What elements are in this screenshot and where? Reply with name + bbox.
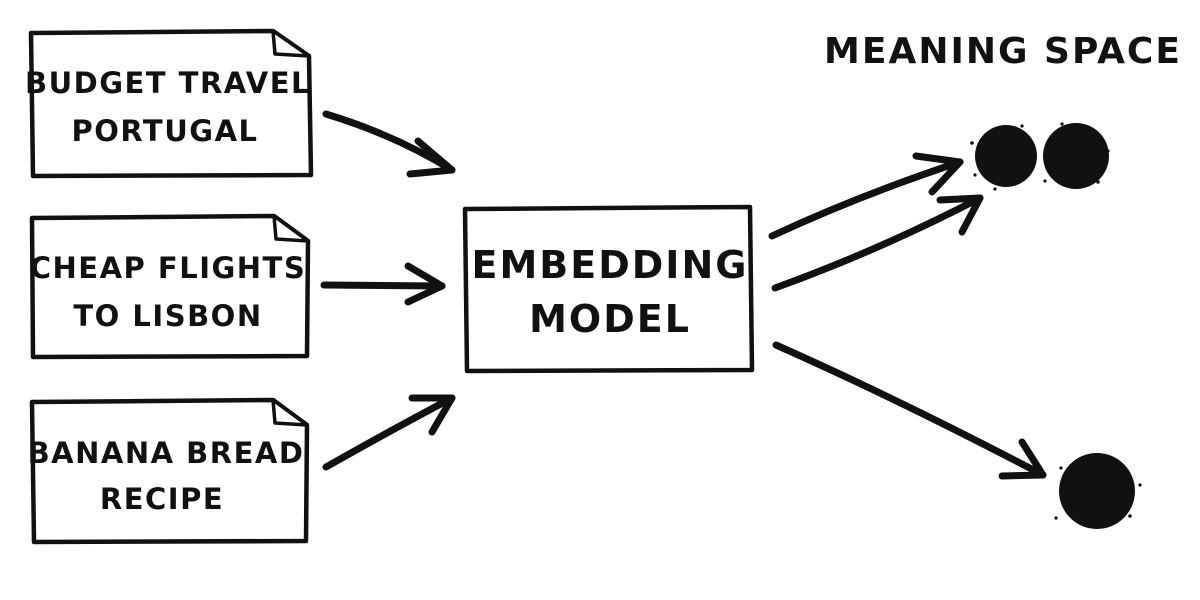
document-text-line1: CHEAP FLIGHTS [30, 251, 306, 285]
document-fold-corner [271, 29, 311, 58]
embedding-point-banana-bread [1054, 453, 1142, 529]
document-fold-corner [272, 214, 310, 243]
arrow-model-to-point-3 [772, 341, 1047, 480]
document-fold-corner [271, 398, 309, 427]
model-text-line1: EMBEDDING [472, 243, 749, 287]
meaning-space-title: MEANING SPACE [824, 31, 1182, 72]
embedding-model-box: EMBEDDING MODEL [462, 204, 755, 374]
document-card-outline [28, 28, 314, 179]
document-card-cheap-flights: CHEAP FLIGHTS TO LISBON [29, 213, 311, 360]
document-text-line2: RECIPE [100, 482, 224, 516]
arrow-doc2-to-model [320, 262, 446, 306]
document-text-line1: BUDGET TRAVEL [25, 66, 311, 100]
document-card-outline [29, 213, 311, 360]
model-box-outline [462, 204, 755, 374]
model-text-line2: MODEL [529, 297, 691, 341]
document-text-line2: PORTUGAL [72, 114, 259, 148]
arrow-model-to-point-2 [771, 194, 984, 292]
document-card-outline [29, 397, 310, 545]
arrow-model-to-point-1 [768, 152, 964, 240]
arrow-doc3-to-model [322, 394, 456, 471]
embedding-point-portugal [970, 124, 1037, 191]
arrow-doc1-to-model [322, 110, 456, 178]
embedding-point-lisbon [1043, 122, 1110, 189]
document-text-line2: TO LISBON [73, 299, 262, 333]
document-card-banana-bread: BANANA BREAD RECIPE [28, 397, 310, 545]
document-text-line1: BANANA BREAD [28, 436, 305, 470]
document-card-budget-travel: BUDGET TRAVEL PORTUGAL [25, 28, 314, 179]
